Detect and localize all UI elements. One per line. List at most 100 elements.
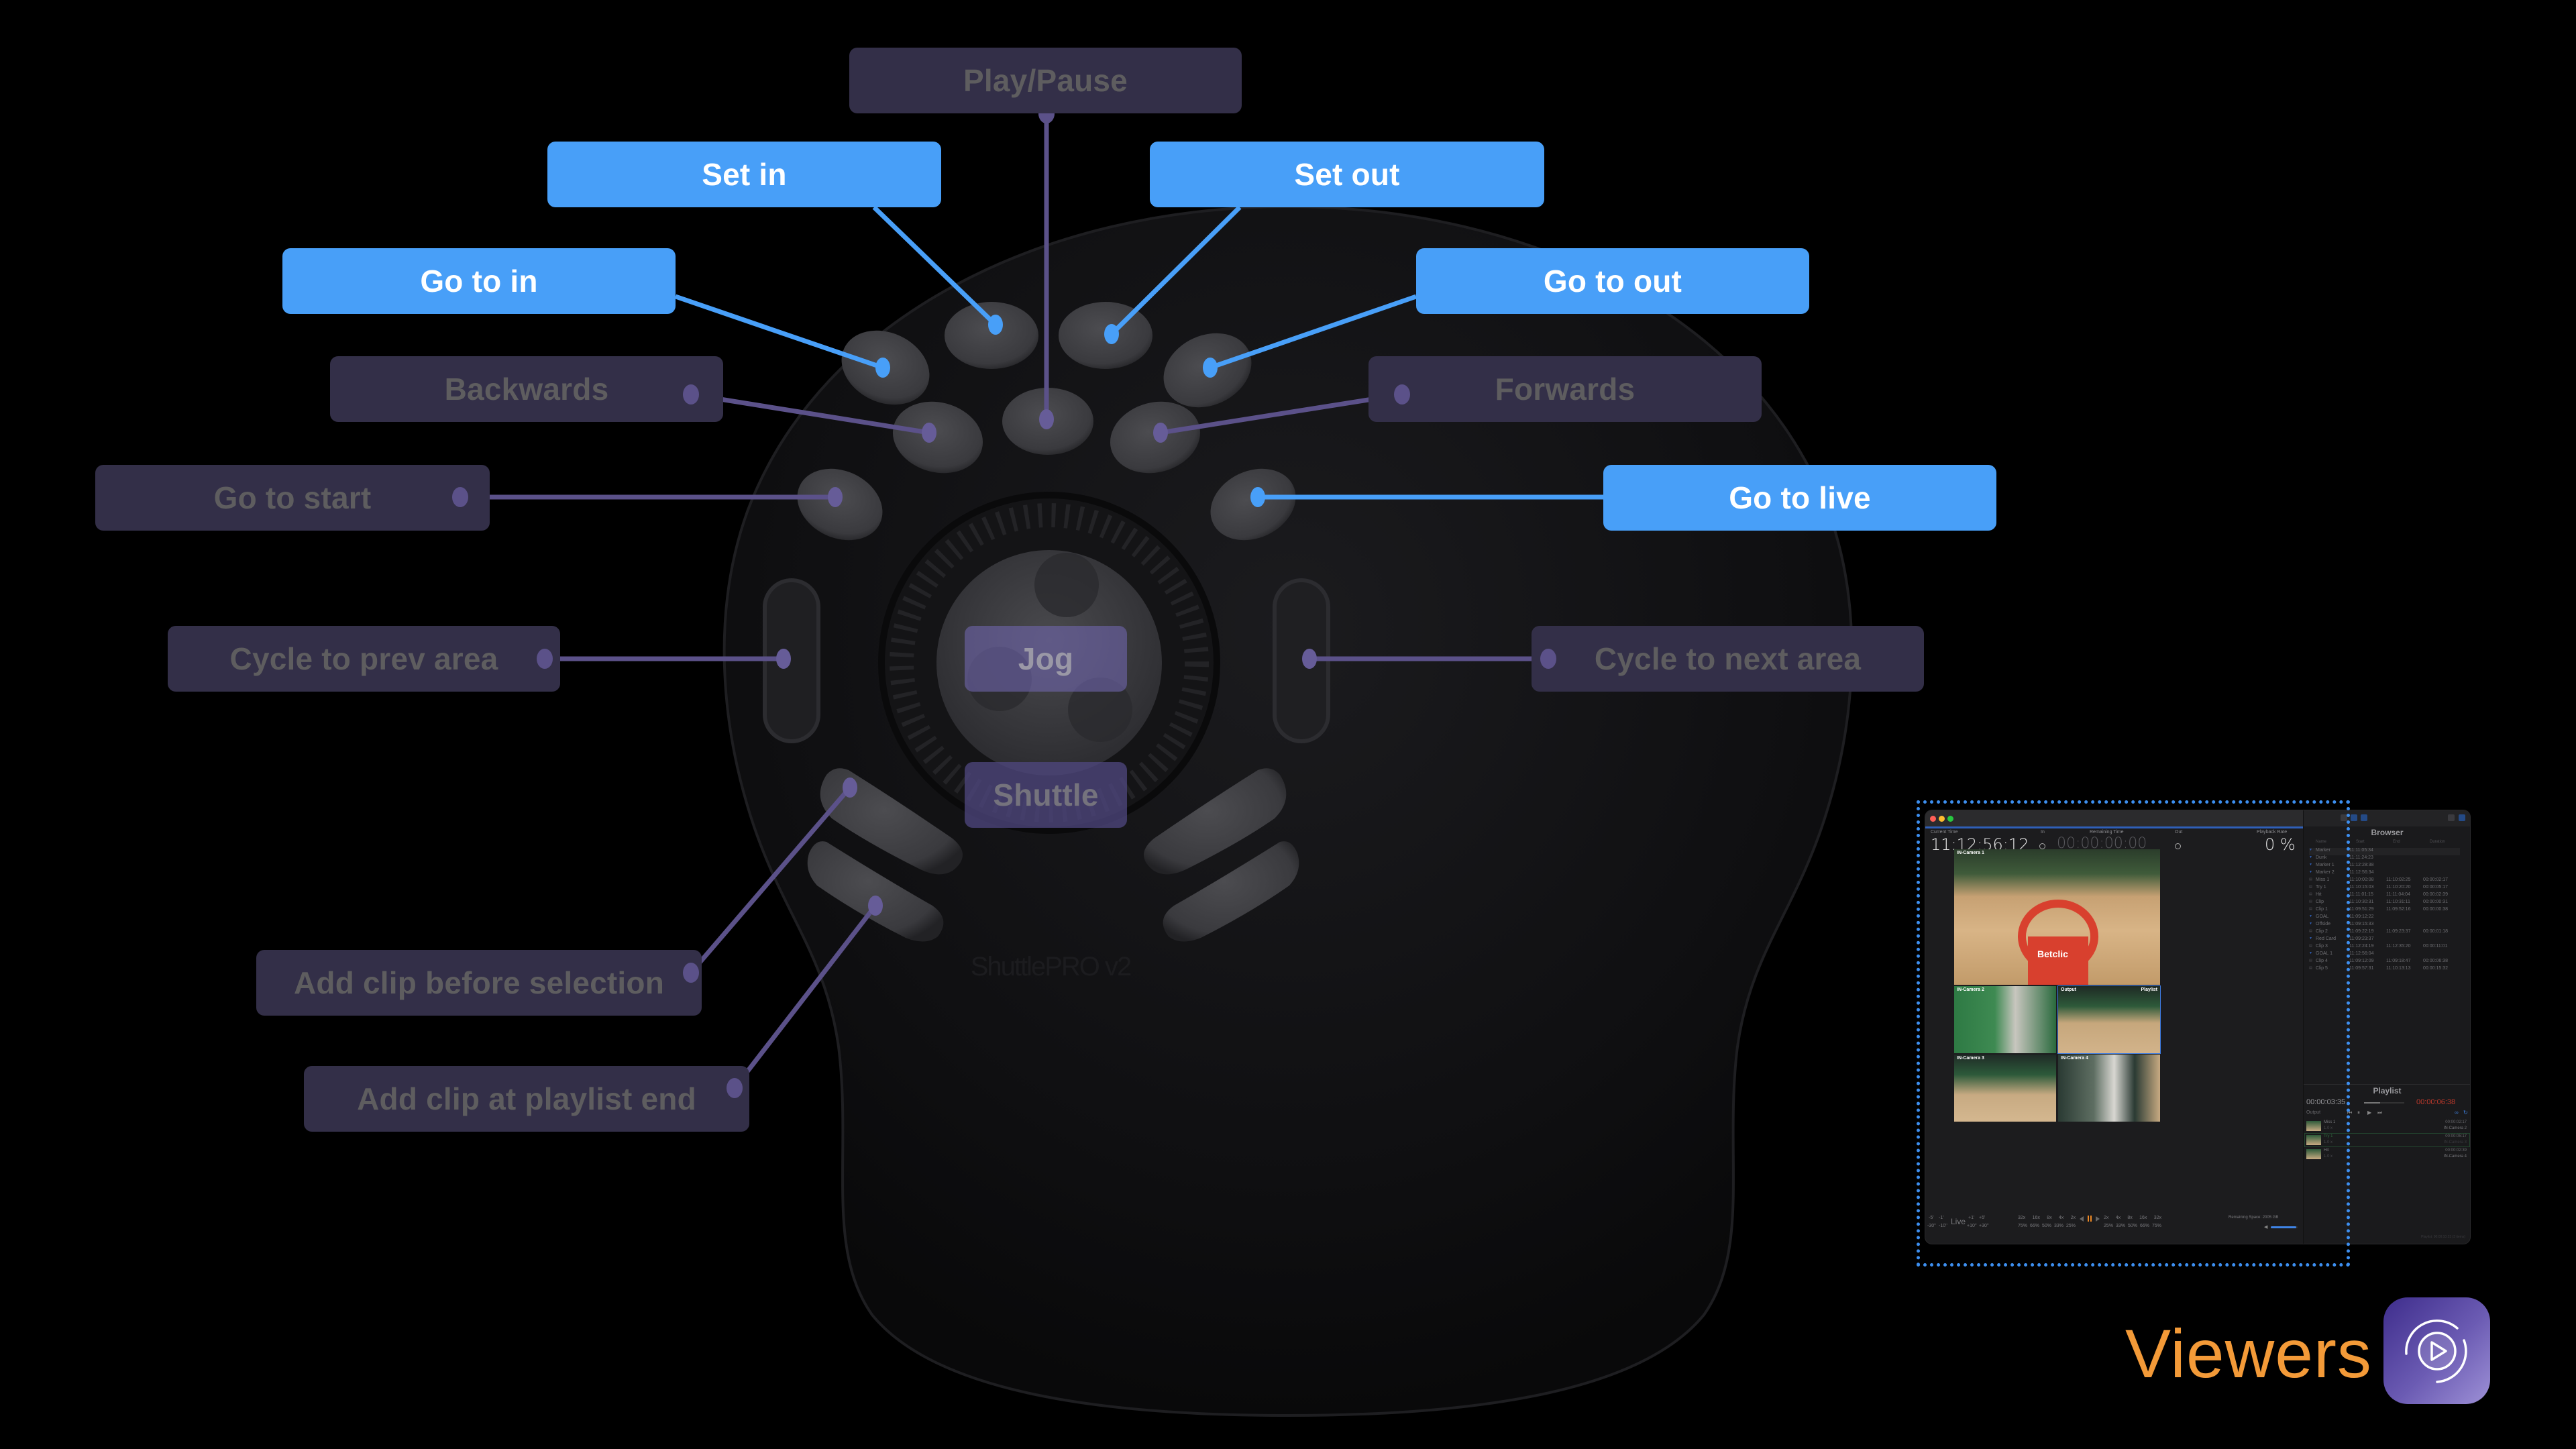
right-panel-toggle-icon[interactable] <box>2459 814 2465 821</box>
volume-slider[interactable] <box>2271 1226 2298 1228</box>
live-button[interactable]: Live <box>1951 1217 1966 1226</box>
fwd-pct[interactable]: 25% <box>2104 1224 2114 1228</box>
fwd-speed[interactable]: 16x <box>2139 1216 2147 1220</box>
next-track-icon[interactable]: ⏭ <box>2377 1110 2383 1116</box>
dot-backwards-key <box>922 423 936 443</box>
rev-speed[interactable]: 2x <box>2070 1216 2076 1220</box>
feed-camera-2[interactable]: IN-Camera 2 <box>1954 986 2056 1053</box>
rev-pct[interactable]: 50% <box>2041 1224 2051 1228</box>
dot-add-end-key <box>868 896 883 916</box>
pause-track-icon[interactable]: ⏸ <box>2357 1110 2360 1116</box>
volume-icon[interactable]: ◀ <box>2264 1225 2268 1230</box>
key-right-lower[interactable] <box>1163 841 1299 942</box>
skip-back-5m[interactable]: -5' <box>1929 1216 1934 1220</box>
fwd-pct[interactable]: 33% <box>2115 1224 2125 1228</box>
out-marker-icon[interactable] <box>2175 843 2181 849</box>
feed-camera-3[interactable]: IN-Camera 3 <box>1954 1055 2056 1122</box>
dot-cycle-prev-key <box>776 649 791 669</box>
close-window-button[interactable] <box>1930 816 1936 822</box>
rev-pct[interactable]: 33% <box>2053 1224 2063 1228</box>
rev-speed[interactable]: 16x <box>2032 1216 2040 1220</box>
key-add-before[interactable] <box>820 768 963 875</box>
bars-view-icon[interactable] <box>2351 814 2357 821</box>
clip-icon: ▤ <box>2309 900 2312 904</box>
fwd-speed[interactable]: 32x <box>2153 1216 2161 1220</box>
fwd-pct[interactable]: 50% <box>2127 1224 2137 1228</box>
sidebar-toolbar <box>2304 810 2470 826</box>
link-icon[interactable]: ∞ <box>2455 1110 2459 1116</box>
play-reverse-icon[interactable] <box>2080 1216 2084 1222</box>
label-jog: Jog <box>965 626 1127 692</box>
skip-fwd-5m[interactable]: +5' <box>1979 1216 1986 1220</box>
rev-speed[interactable]: 4x <box>2058 1216 2064 1220</box>
play-forward-icon[interactable] <box>2096 1216 2100 1222</box>
key-right-upper[interactable] <box>1144 768 1287 875</box>
skip-fwd-1m[interactable]: +1' <box>1968 1216 1975 1220</box>
maximize-window-button[interactable] <box>1947 816 1953 822</box>
fwd-pct[interactable]: 75% <box>2151 1224 2161 1228</box>
rev-pct[interactable]: 75% <box>2018 1224 2028 1228</box>
play-track-icon[interactable]: ▶ <box>2367 1110 2372 1116</box>
grid-view-icon[interactable] <box>2341 814 2347 821</box>
rev-pct[interactable]: 25% <box>2065 1224 2076 1228</box>
feed-caption: IN-Camera 3 <box>1957 1056 1984 1061</box>
skip-back-30s[interactable]: -30'' <box>1927 1224 1936 1228</box>
cell-end: 11:10:02:25 <box>2386 877 2411 882</box>
fwd-speed[interactable]: 4x <box>2115 1216 2121 1220</box>
backboard-sign: Betclic <box>2028 936 2088 985</box>
clip-duration: 00:00:05:17 <box>2445 1134 2467 1138</box>
col-name[interactable]: Name <box>2316 840 2327 844</box>
output-playlist-tag: Playlist <box>2141 987 2157 992</box>
minimize-window-button[interactable] <box>1939 816 1945 822</box>
key-add-end[interactable] <box>807 841 944 942</box>
loop-icon[interactable]: ↻ <box>2463 1110 2468 1116</box>
rev-speed[interactable]: 32x <box>2018 1216 2026 1220</box>
in-marker-icon[interactable] <box>2039 843 2045 849</box>
single-view-icon[interactable] <box>2361 814 2367 821</box>
col-duration[interactable]: Duration <box>2430 840 2445 844</box>
skip-back-10s[interactable]: -10'' <box>1939 1224 1947 1228</box>
rev-pct[interactable]: 66% <box>2029 1224 2039 1228</box>
pause-icon[interactable] <box>2088 1216 2092 1222</box>
cell-end: 11:12:35:20 <box>2386 944 2411 949</box>
skip-fwd-30s[interactable]: +30'' <box>1979 1224 1989 1228</box>
left-panel-toggle-icon[interactable] <box>2448 814 2455 821</box>
key-set-in[interactable] <box>945 302 1038 369</box>
feed-output[interactable]: Output Playlist <box>2057 985 2161 1054</box>
rev-speed[interactable]: 8x <box>2047 1216 2052 1220</box>
clip-speed: 1.0 x <box>2324 1140 2333 1144</box>
cell-duration: 00:00:00:31 <box>2423 900 2448 904</box>
fwd-speed[interactable]: 2x <box>2104 1216 2109 1220</box>
col-start[interactable]: Start <box>2356 840 2365 844</box>
col-end[interactable]: End <box>2393 840 2400 844</box>
feed-camera-4[interactable]: IN-Camera 4 <box>2058 1055 2160 1122</box>
fwd-speed[interactable]: 8x <box>2127 1216 2133 1220</box>
key-backwards[interactable] <box>885 392 991 483</box>
skip-back-1m[interactable]: -1' <box>1939 1216 1944 1220</box>
fwd-pct[interactable]: 66% <box>2139 1224 2149 1228</box>
feed-camera-1[interactable]: Betclic IN-Camera 1 <box>1954 849 2160 985</box>
skip-fwd-10s[interactable]: +10'' <box>1967 1224 1977 1228</box>
dot-set-in <box>988 315 1003 335</box>
